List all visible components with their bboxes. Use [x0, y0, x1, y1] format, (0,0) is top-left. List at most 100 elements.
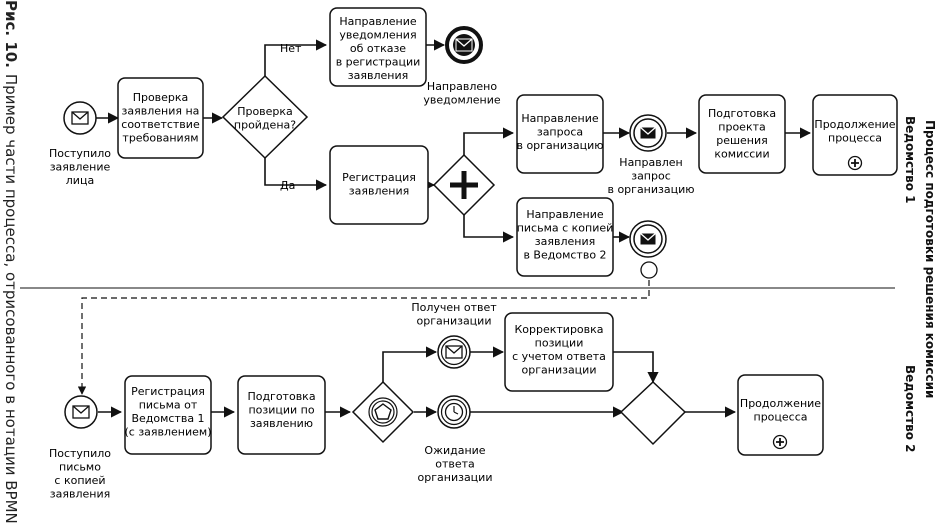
label-line: уведомление [423, 94, 501, 107]
label-line: запрос [631, 170, 671, 183]
label-line: Продолжение [814, 118, 895, 131]
figure-caption-label: Рис. 10. [2, 0, 20, 68]
label-line: решения [716, 134, 768, 147]
start-event-letter[interactable] [64, 395, 98, 429]
event-request-sent[interactable] [629, 114, 667, 152]
label-line: Ожидание [424, 444, 485, 457]
label-line: Регистрация [131, 385, 205, 398]
label-line: с копией [54, 474, 105, 487]
start-event-application[interactable] [63, 101, 97, 135]
flow-label-yes: Да [280, 179, 295, 192]
exclusive-gateway-merge[interactable] [619, 380, 687, 446]
label-line: требованиям [122, 132, 198, 145]
label-line: Проверка [133, 91, 189, 104]
label-line: заявления на [122, 105, 200, 118]
label-line: ответа [435, 458, 475, 471]
label-line: в организацию [516, 139, 603, 152]
flow-label-no: Нет [280, 42, 302, 55]
label-line: заявления [50, 488, 110, 501]
label-line: заявления [535, 235, 595, 248]
label-line: Направление [526, 208, 604, 221]
label-line: Продолжение [740, 397, 821, 410]
label-line: организации [522, 364, 597, 377]
lane1-sequence-flows [96, 39, 812, 243]
event-response-received[interactable] [437, 335, 471, 369]
label-line: Направление [521, 112, 599, 125]
label-line: Направлено [427, 80, 497, 93]
label-line: заявление [50, 161, 111, 174]
parallel-gateway[interactable] [432, 153, 496, 217]
label-line: Регистрация [342, 171, 416, 184]
label-line: позиции по [248, 404, 314, 417]
lane2-sequence-flows [98, 346, 737, 418]
label-line: заявлению [250, 417, 313, 430]
label-line: Получен ответ [411, 301, 497, 314]
figure-caption-text: Пример части процесса, отрисованного в н… [2, 73, 20, 524]
event-letter-sent[interactable] [629, 220, 667, 258]
label-line: проекта [718, 121, 765, 134]
event-based-gateway[interactable] [351, 380, 415, 444]
label-line: запроса [537, 126, 583, 139]
label-line: Ведомства 1 [131, 412, 204, 425]
pool-title: Процесс подготовки решения комиссии [923, 120, 937, 399]
label-line: комиссии [714, 148, 769, 161]
label-line: организации [418, 471, 493, 484]
lane-label-agency2: Ведомство 2 [903, 365, 917, 453]
label-line: Направлен [619, 156, 682, 169]
label-line: Поступило [49, 147, 111, 160]
message-flow-start [640, 261, 658, 279]
label-line: позиции [535, 337, 584, 350]
label-line: Подготовка [247, 390, 315, 403]
label-line: уведомления [339, 29, 416, 42]
label-line: в Ведомство 2 [523, 249, 606, 262]
label-line: пройдена? [234, 119, 296, 132]
label-line: письмо [59, 461, 101, 474]
figure-caption: Рис. 10. Пример части процесса, отрисован… [2, 0, 20, 524]
end-event-notified[interactable] [445, 26, 483, 64]
label-line: процесса [754, 411, 808, 424]
label-line: процесса [828, 132, 882, 145]
label-line: соответствие [121, 118, 200, 131]
label-line: письма от [139, 399, 198, 412]
label-line: лица [66, 174, 94, 187]
label-line: Поступило [49, 447, 111, 460]
label-line: заявления [348, 69, 408, 82]
label-line: организации [417, 315, 492, 328]
label-line: (с заявлением) [124, 426, 211, 439]
label-line: письма с копией [517, 222, 614, 235]
label-line: с учетом ответа [512, 350, 606, 363]
timer-event-waiting[interactable] [437, 395, 471, 429]
label-line: заявления [349, 185, 409, 198]
label-line: об отказе [350, 42, 406, 55]
label-line: в организацию [607, 183, 694, 196]
message-flow [77, 280, 650, 395]
